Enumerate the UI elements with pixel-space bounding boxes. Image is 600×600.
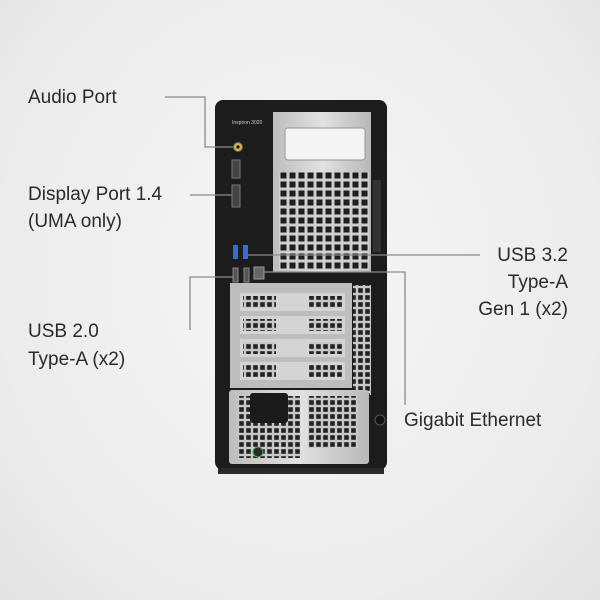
display-port-label: Display Port 1.4 (28, 184, 163, 205)
ethernet-port (253, 266, 265, 280)
expansion-slots (240, 293, 345, 380)
psu-led (252, 446, 264, 458)
usb3-type-label: Type-A (507, 272, 568, 293)
display-port-1 (231, 159, 241, 179)
usb2-type-label: Type-A (x2) (28, 349, 126, 370)
model-text: Inspiron 3020 (232, 120, 263, 126)
usb2-port-1 (232, 267, 239, 283)
usb2-port-2 (243, 267, 250, 283)
usb2-label: USB 2.0 (28, 321, 99, 342)
ethernet-label: Gigabit Ethernet (404, 410, 542, 431)
power-connector (250, 393, 288, 423)
fan-grille (279, 172, 369, 270)
display-port-2 (231, 184, 241, 208)
usb3-port-2 (243, 245, 248, 259)
usb3-label: USB 3.2 (497, 245, 568, 266)
usb3-port-1 (233, 245, 238, 259)
handle (284, 127, 366, 161)
display-port-note: (UMA only) (28, 211, 122, 232)
audio-port-label: Audio Port (28, 87, 117, 108)
callout-lines (165, 96, 480, 405)
usb3-gen-label: Gen 1 (x2) (478, 299, 568, 320)
